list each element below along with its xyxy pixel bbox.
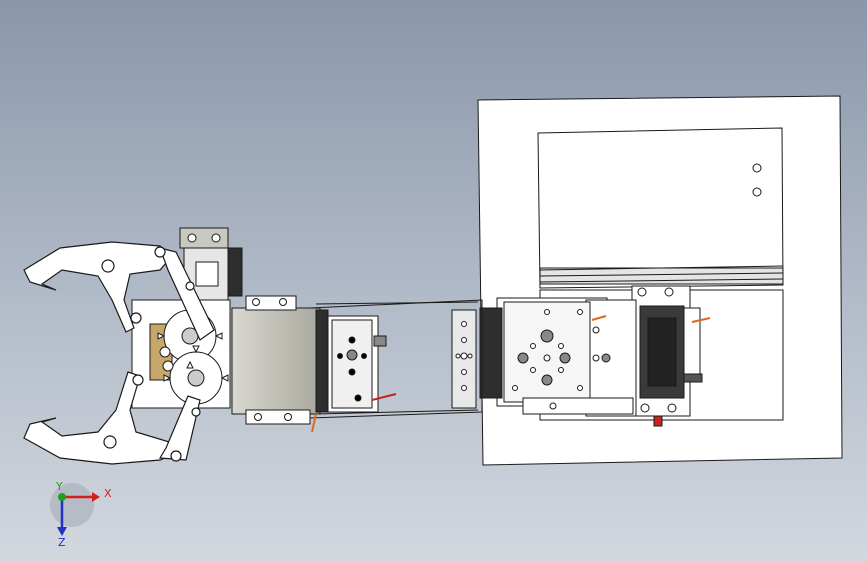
gripper-palm — [131, 299, 231, 411]
base-servo — [631, 285, 711, 427]
axis-triad: X Y Z — [50, 480, 112, 549]
gripper-lower-jaw — [23, 371, 201, 465]
elbow-servo — [231, 295, 397, 433]
z-axis-label: Z — [58, 536, 66, 549]
gripper-upper-jaw — [23, 241, 215, 341]
x-axis-label: X — [104, 487, 112, 500]
upper-arm-link — [309, 299, 483, 419]
shoulder-bracket — [479, 297, 637, 417]
y-axis-marker — [58, 493, 66, 501]
y-axis-label: Y — [55, 480, 63, 493]
